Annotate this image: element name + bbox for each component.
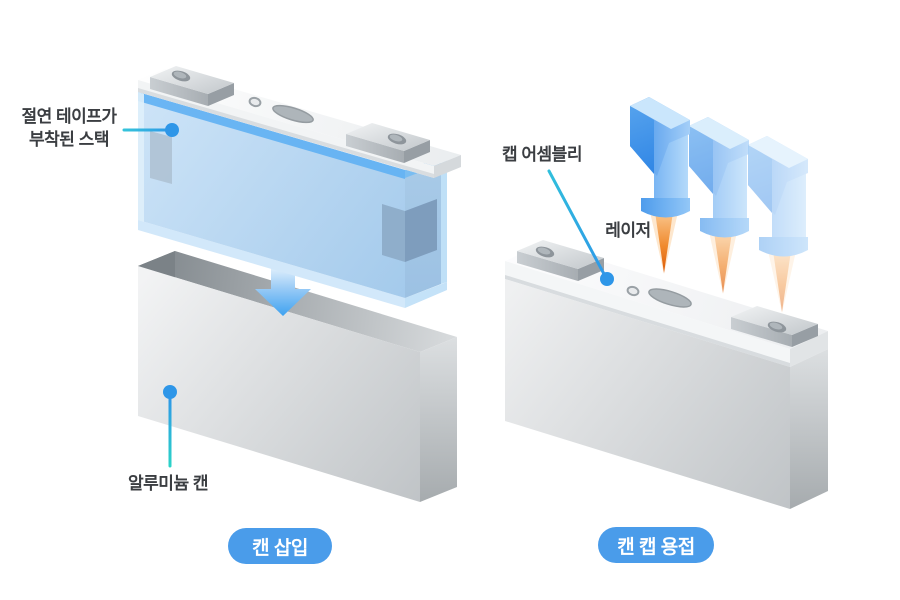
cell-can-side	[790, 349, 828, 509]
laser-beam-icon	[714, 232, 732, 293]
stack-glass-bottom-side	[405, 282, 447, 308]
can-front-face	[138, 266, 420, 502]
vent-hole	[248, 96, 262, 108]
cap-weld-step-button[interactable]: 캔 캡 용접	[598, 527, 714, 563]
leader-dot-icon	[165, 123, 179, 137]
fill-port-slot	[648, 288, 692, 308]
stack-top-highlight	[138, 92, 405, 179]
stack-glass-right-edge	[441, 154, 447, 284]
cell-cap-front	[505, 261, 790, 367]
cap-assembly-label: 캡 어셈블리	[502, 145, 582, 164]
laser-head-3	[748, 136, 808, 313]
laser-head-1	[630, 97, 690, 274]
leader-line-stack	[122, 123, 179, 137]
tape-patch-right-side	[405, 199, 437, 262]
aluminum-can-label: 알루미늄 캔	[128, 474, 208, 493]
insert-arrow-icon	[255, 266, 311, 316]
fill-port-slot	[272, 104, 314, 124]
cell-cap-side	[790, 331, 828, 367]
can-side-face	[420, 337, 457, 502]
stack-label-line1: 절연 테이프가	[21, 107, 117, 126]
cell-terminal-right	[731, 306, 818, 347]
leader-dot-icon	[600, 272, 614, 286]
laser-beam-icon	[655, 212, 673, 273]
stack-label-line2: 부착된 스택	[29, 130, 109, 149]
laser-label: 레이저	[605, 221, 651, 240]
vent-hole	[626, 285, 640, 297]
stack-glass-bottom	[138, 220, 405, 308]
laser-head-2	[689, 117, 749, 294]
stack-terminal-right	[346, 123, 430, 163]
leader-dot-icon	[163, 385, 177, 399]
stack-terminal-left	[150, 66, 234, 106]
stack-front-face	[138, 92, 405, 298]
tape-patch-right-front	[382, 204, 405, 262]
cell-can-front	[505, 279, 790, 509]
leader-line-cap-assembly	[547, 169, 614, 286]
stack-glass-left-edge	[138, 92, 144, 222]
stack-illustration	[138, 66, 461, 308]
tape-patch-left	[150, 131, 172, 184]
cell-cap-front-shadow	[505, 275, 790, 367]
can-insert-step-button[interactable]: 캔 삽입	[228, 528, 332, 564]
leader-line-can	[163, 385, 177, 468]
stack-label: 절연 테이프가 부착된 스택	[12, 105, 126, 151]
laser-beam-icon	[773, 251, 791, 312]
cell-illustration	[505, 240, 828, 509]
